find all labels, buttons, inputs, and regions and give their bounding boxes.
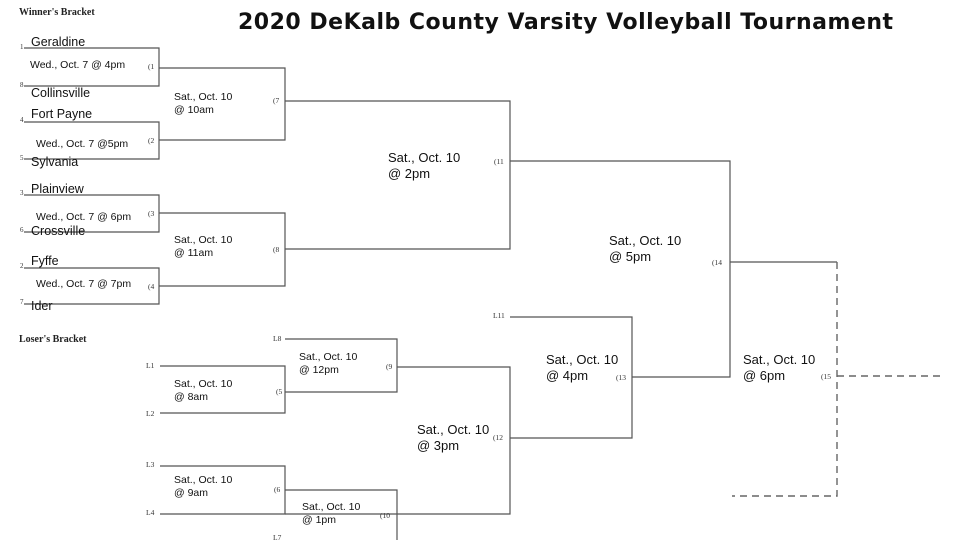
bracket-line-game-10	[285, 489, 398, 540]
bracket-line-game-9	[285, 338, 398, 393]
team-seed: 2	[20, 262, 24, 270]
loser-slot-label: L8	[273, 334, 282, 343]
team-name: Sylvania	[31, 155, 79, 169]
game-date: Sat., Oct. 10	[388, 150, 461, 165]
game-number: (5	[276, 387, 283, 396]
team-seed: 5	[20, 154, 24, 162]
game-number: (14	[712, 258, 722, 267]
game-time: @ 12pm	[299, 364, 339, 376]
loser-slot-label: L3	[146, 460, 155, 469]
team-seed: 3	[20, 189, 24, 197]
if-necessary-bracket	[732, 262, 940, 497]
game-time: @ 2pm	[388, 166, 431, 181]
game-date: Sat., Oct. 10	[174, 378, 233, 390]
game-number: (8	[273, 245, 280, 254]
game-time: @ 9am	[174, 487, 209, 499]
game-date: Sat., Oct. 10	[546, 352, 619, 367]
game-time: Wed., Oct. 7 @ 4pm	[30, 59, 126, 71]
loser-slot-label: L1	[146, 361, 155, 370]
bracket-line-game-7	[159, 67, 286, 141]
game-date: Sat., Oct. 10	[417, 422, 490, 437]
bracket-line-game-1	[24, 47, 160, 87]
game-time: Wed., Oct. 7 @ 7pm	[36, 278, 132, 290]
game-number: (6	[274, 485, 281, 494]
game-number: (12	[493, 433, 503, 442]
game-date: Sat., Oct. 10	[743, 352, 816, 367]
game-number: (3	[148, 209, 155, 218]
losers-bracket-label: Loser's Bracket	[19, 334, 87, 345]
game-number: (4	[148, 282, 155, 291]
game-number: (10	[380, 511, 390, 520]
game-number: (13	[616, 373, 626, 382]
game-date: Sat., Oct. 10	[299, 351, 358, 363]
team-name: Collinsville	[31, 86, 91, 100]
bracket-line-game-14	[510, 160, 731, 378]
game-date: Sat., Oct. 10	[174, 234, 233, 246]
bracket-line-game-12	[285, 366, 511, 515]
game-time: @ 1pm	[302, 514, 337, 526]
bracket-line-game-5	[160, 365, 286, 414]
loser-slot-label: L2	[146, 409, 155, 418]
team-name: Geraldine	[31, 35, 86, 49]
game-time: @ 5pm	[609, 249, 652, 264]
game-number: (2	[148, 136, 155, 145]
game-number: (1	[148, 62, 155, 71]
bracket-line-game-13	[510, 316, 633, 439]
loser-slot-label: L11	[493, 311, 505, 320]
team-name: Crossville	[31, 224, 86, 238]
game-number: (15	[821, 372, 831, 381]
game-time: @ 8am	[174, 391, 209, 403]
team-name: Fort Payne	[31, 107, 93, 121]
page-title: 2020 DeKalb County Varsity Volleyball To…	[238, 10, 894, 35]
game-number: (9	[386, 362, 393, 371]
game-time: @ 3pm	[417, 438, 460, 453]
game-time: Wed., Oct. 7 @ 6pm	[36, 211, 132, 223]
game-time: @ 6pm	[743, 368, 786, 383]
game-time: Wed., Oct. 7 @5pm	[36, 138, 129, 150]
winners-bracket-label: Winner's Bracket	[19, 7, 95, 18]
game-time: @ 4pm	[546, 368, 589, 383]
team-name: Plainview	[31, 182, 84, 196]
team-seed: 1	[20, 43, 24, 51]
game-date: Sat., Oct. 10	[609, 233, 682, 248]
team-seed: 6	[20, 226, 24, 234]
loser-slot-label: L4	[146, 508, 155, 517]
game-date: Sat., Oct. 10	[302, 501, 361, 513]
game-number: (11	[494, 157, 504, 166]
team-seed: 8	[20, 81, 24, 89]
game-time: @ 11am	[174, 247, 214, 259]
loser-slot-label: L7	[273, 533, 282, 540]
team-seed: 4	[20, 116, 24, 124]
team-name: Fyffe	[31, 254, 59, 268]
game-date: Sat., Oct. 10	[174, 474, 233, 486]
game-number: (7	[273, 96, 280, 105]
game-time: @ 10am	[174, 104, 214, 116]
game-date: Sat., Oct. 10	[174, 91, 233, 103]
team-name: Ider	[31, 299, 53, 313]
team-seed: 7	[20, 298, 24, 306]
bracket-line-game-11	[285, 100, 511, 250]
